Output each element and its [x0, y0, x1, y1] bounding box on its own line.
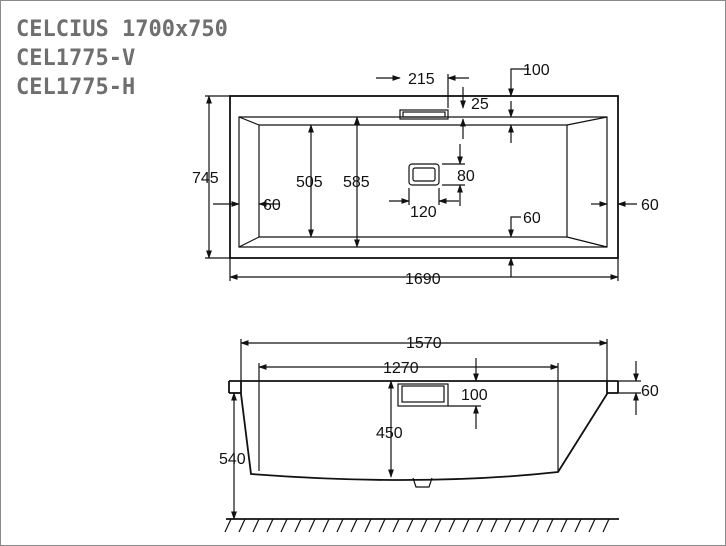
dim-left-60: 60: [263, 197, 281, 214]
tub-outer-rim: [229, 95, 619, 259]
overflow-side: [397, 383, 449, 407]
top-view: 745 60 505 585 215 100 25: [192, 62, 659, 288]
overflow-outlet: [399, 109, 449, 120]
dim-540: 540: [219, 451, 246, 468]
dim-rim-60: 60: [641, 383, 659, 400]
dim-80: 80: [457, 168, 475, 185]
dim-100-top: 100: [523, 62, 550, 79]
dim-1270: 1270: [383, 360, 419, 377]
dim-585: 585: [343, 174, 370, 191]
dim-right-60: 60: [641, 197, 659, 214]
dim-bottom-60: 60: [523, 210, 541, 227]
floor-hatching: [224, 518, 619, 533]
side-view: 1570 1270 100 60 450 540: [219, 335, 659, 533]
drain-pipe: [412, 477, 433, 488]
tub-inner-outline: [238, 116, 608, 248]
dim-215: 215: [408, 71, 435, 88]
dim-120: 120: [410, 204, 437, 221]
dim-450: 450: [376, 425, 403, 442]
dim-505: 505: [296, 174, 323, 191]
dim-100-side: 100: [461, 387, 488, 404]
dim-1690: 1690: [405, 271, 441, 288]
drain-outlet: [408, 163, 440, 186]
model-code-v: CEL1775-V: [16, 46, 136, 71]
dim-1570: 1570: [406, 335, 442, 352]
model-title: CELCIUS 1700x750: [16, 17, 228, 42]
model-code-h: CEL1775-H: [16, 75, 136, 100]
dim-25: 25: [471, 96, 489, 113]
dim-745: 745: [192, 170, 219, 187]
tub-side-profile: [229, 380, 618, 481]
